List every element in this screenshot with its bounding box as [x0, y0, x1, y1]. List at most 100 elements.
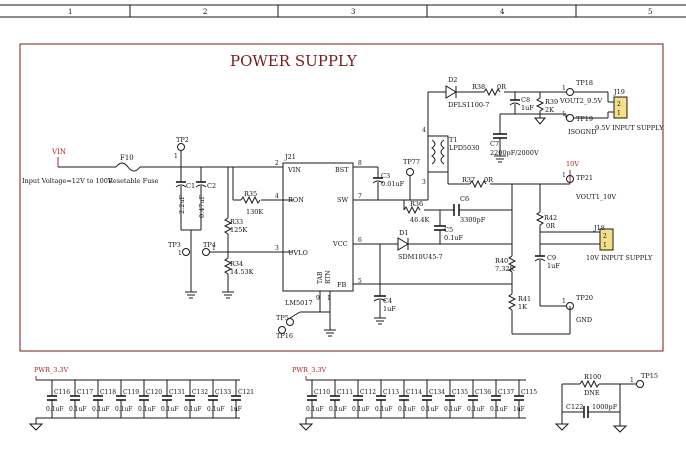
cap-value: 0.1uF	[207, 406, 225, 413]
svg-text:2.2uF: 2.2uF	[178, 194, 186, 214]
cap-value: 0.1uF	[184, 406, 202, 413]
net-gnd: GND	[576, 316, 592, 324]
resistor-r33[interactable]: R33 125K	[223, 217, 247, 235]
svg-text:1uF: 1uF	[383, 305, 396, 313]
svg-text:T1: T1	[449, 136, 457, 144]
testpoint-tp3[interactable]: TP3 1	[168, 241, 190, 257]
cap-value: 0.1uF	[92, 406, 110, 413]
resistor-r38[interactable]: R38 0R	[472, 83, 507, 97]
diode-d1[interactable]: D1 SDM10U45-7	[397, 229, 443, 261]
capacitor-c7[interactable]: C7 2200pF/2000V	[490, 133, 539, 157]
resistor-r37[interactable]: R37 0R	[462, 176, 494, 189]
svg-text:0R: 0R	[497, 83, 507, 91]
svg-text:D2: D2	[448, 76, 457, 84]
fuse-f10[interactable]: F10 Resetable Fuse	[108, 154, 159, 185]
capacitor-c4[interactable]: C4 1uF	[373, 295, 396, 318]
decoupling-capacitor[interactable]: C111 0.1uF	[329, 380, 353, 418]
svg-text:2K: 2K	[545, 106, 554, 114]
fuse-note: Resetable Fuse	[108, 177, 159, 185]
capacitor-c2[interactable]: C2 0.47uF	[195, 167, 216, 230]
svg-text:2: 2	[275, 160, 279, 167]
svg-text:R34: R34	[230, 260, 243, 268]
testpoint-tp2[interactable]: TP2 1	[174, 136, 189, 167]
net-vout2: VOUT2_9.5V	[559, 97, 602, 105]
capacitor-c5[interactable]: C5 0.1uF	[434, 210, 464, 244]
svg-text:D1: D1	[399, 229, 408, 237]
resistor-r39[interactable]: R39 2K	[535, 97, 558, 114]
resistor-r100[interactable]: R100 DNE	[579, 373, 601, 397]
testpoint-tp20[interactable]: TP20 1	[562, 294, 593, 310]
testpoint-tp21[interactable]: TP21 1	[562, 172, 593, 183]
capacitor-c9[interactable]: C9 1uF	[534, 254, 560, 306]
ground-symbol	[298, 423, 314, 431]
cap-ref: C135	[452, 389, 468, 396]
svg-text:130K: 130K	[246, 208, 263, 216]
testpoint-tp5[interactable]: TP5	[276, 314, 294, 326]
cap-ref: C111	[337, 389, 353, 396]
svg-text:R36: R36	[410, 200, 423, 208]
capacitor-c1[interactable]: C1 2.2uF	[175, 167, 195, 230]
ic-lm5017[interactable]: J21 VIN RON UVLO BST SW VCC FB TAB RTN L…	[282, 153, 354, 307]
capacitor-c122[interactable]: C122 1000pF	[562, 403, 620, 418]
testpoint-tp77[interactable]: TP77	[403, 158, 420, 200]
testpoint-tp18[interactable]: TP18 1	[562, 79, 593, 96]
resistor-r41[interactable]: R41 1K	[507, 293, 531, 311]
capacitor-c3[interactable]: C3 0.01uF	[372, 167, 405, 200]
svg-text:R100: R100	[584, 373, 601, 381]
testpoint-tp19[interactable]: TP19 1	[562, 111, 593, 123]
svg-text:3: 3	[422, 179, 426, 186]
testpoint-tp4[interactable]: TP4 1	[202, 241, 216, 256]
testpoint-tp16[interactable]: TP16	[276, 326, 293, 341]
connector-j19[interactable]: 2 1 J19	[613, 88, 628, 119]
svg-text:1uF: 1uF	[521, 104, 534, 112]
j18-note: 10V INPUT SUPPLY	[586, 254, 653, 262]
ground-symbol	[324, 329, 336, 337]
svg-text:1: 1	[562, 172, 566, 179]
svg-text:125K: 125K	[230, 226, 247, 234]
resistor-r40[interactable]: R40 7.32K	[495, 255, 517, 273]
testpoint-tp15[interactable]: TP15 1	[630, 372, 658, 388]
capacitor-c6[interactable]: C6 3300pF	[440, 195, 512, 224]
cap-value: 0.1uF	[467, 406, 485, 413]
svg-text:FB: FB	[337, 281, 347, 289]
svg-text:5: 5	[358, 278, 362, 285]
resistor-r36[interactable]: R36 46.4K	[403, 200, 429, 224]
connector-j18[interactable]: 2 1 J18	[593, 224, 614, 251]
transformer-t1[interactable]: T1 LPD5030 4 3	[422, 127, 479, 186]
svg-text:C122: C122	[566, 403, 583, 411]
ground-symbol	[612, 425, 628, 433]
svg-text:R37: R37	[462, 176, 475, 184]
svg-text:46.4K: 46.4K	[410, 216, 429, 224]
decoupling-capacitor[interactable]: C120 0.1uF	[138, 380, 162, 418]
resistor-r35[interactable]: R35 130K	[240, 190, 263, 216]
svg-text:TP15: TP15	[641, 372, 658, 380]
decoupling-bank-left: C1160.1uFC1170.1uFC1180.1uFC1190.1uFC120…	[46, 380, 254, 418]
cap-value: 0.1uF	[138, 406, 156, 413]
resistor-r34[interactable]: R34 14.53K	[223, 257, 254, 276]
ic-ref: J21	[284, 153, 296, 161]
cap-value: 0.1uF	[329, 406, 347, 413]
resistor-r42[interactable]: R42 0R	[535, 211, 557, 230]
svg-text:TP18: TP18	[576, 79, 593, 87]
capacitor-c8[interactable]: C8 1uF	[509, 92, 534, 114]
svg-text:R33: R33	[230, 218, 243, 226]
cap-ref: C120	[146, 389, 162, 396]
